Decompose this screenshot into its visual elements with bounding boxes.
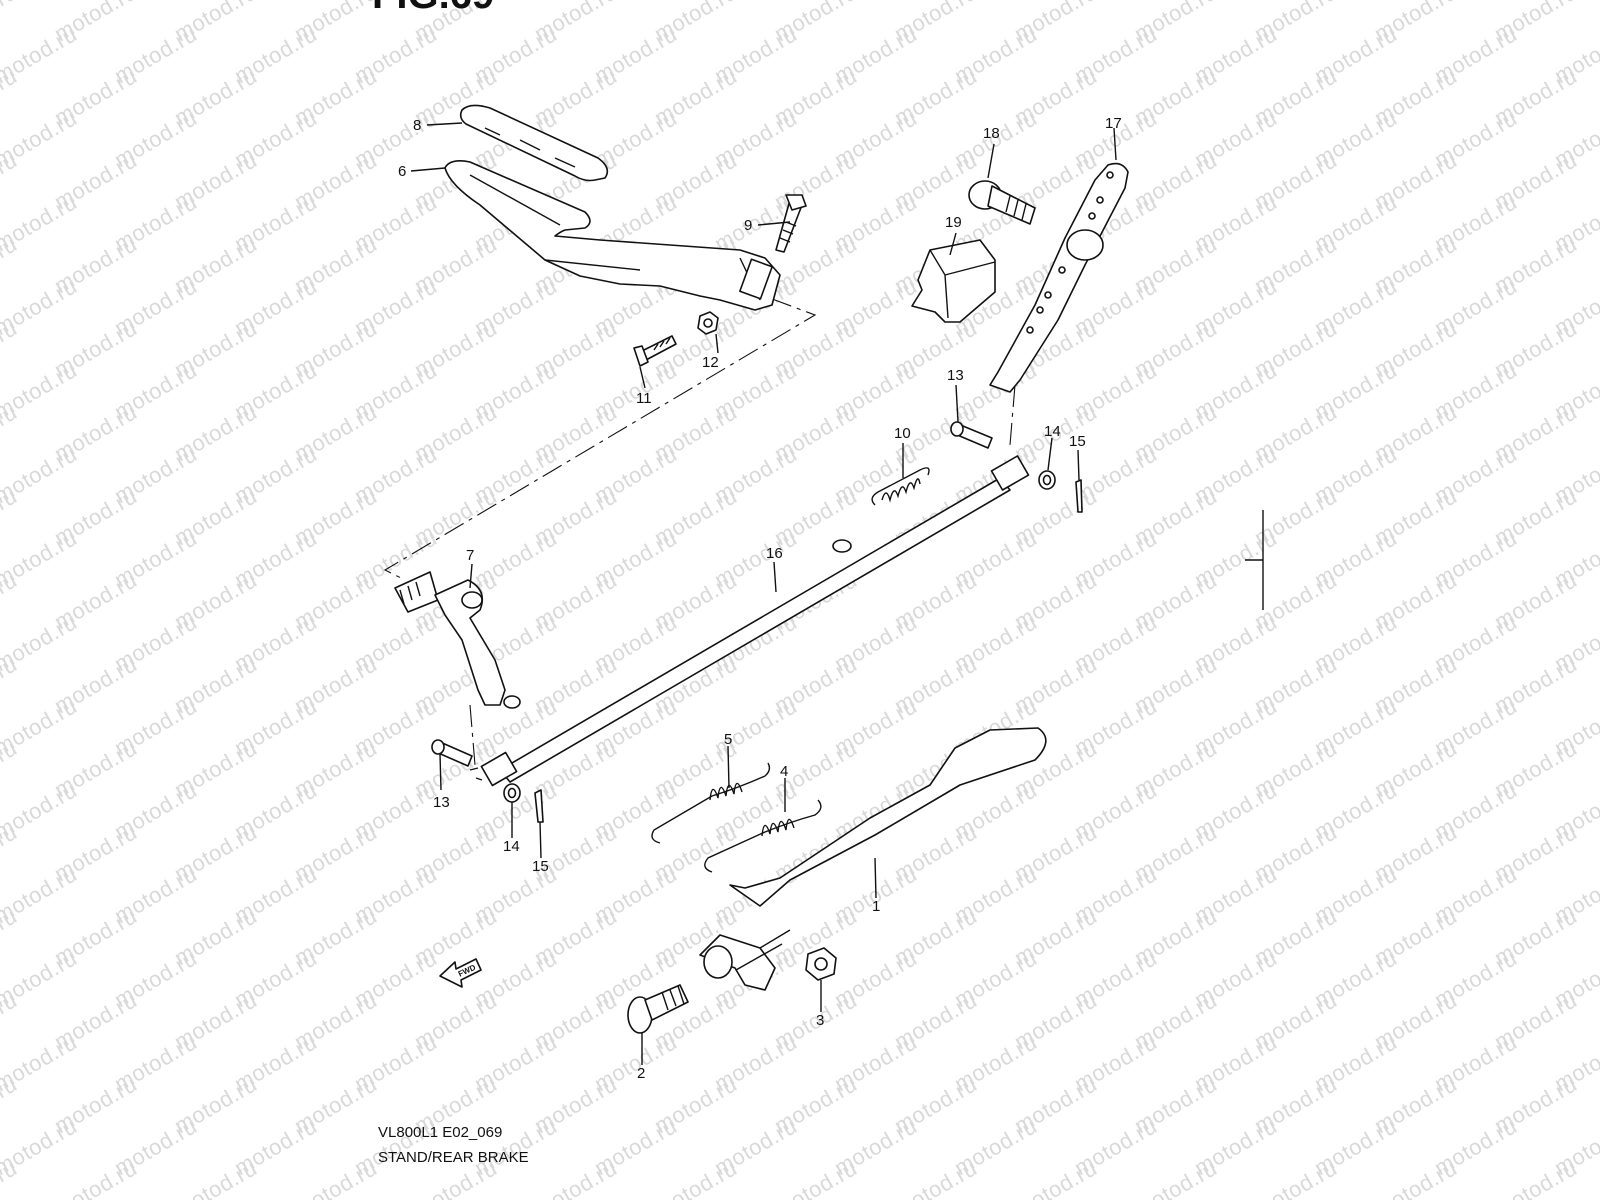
callout-13-bottom: 13: [433, 794, 450, 811]
part-13-clevis-pin-bottom: [431, 739, 473, 767]
watermark-text: motod.ru: [890, 1155, 981, 1200]
dashed-guide-lever-to-rod: [469, 704, 476, 766]
fwd-arrow-icon: FWD: [439, 958, 482, 988]
dashed-guide-arm-to-rod: [1009, 384, 1016, 446]
callout-6: 6: [398, 163, 406, 180]
part-5-stand-spring-a: [651, 762, 771, 844]
part-16-brake-rod: [469, 455, 1030, 787]
figure-code: VL800L1 E02_069: [378, 1124, 503, 1141]
callout-14-top: 14: [1044, 423, 1061, 440]
part-10-spring: [871, 467, 930, 506]
callout-15-top: 15: [1069, 433, 1086, 450]
callout-12: 12: [702, 354, 719, 371]
callout-9: 9: [744, 217, 752, 234]
callout-17: 17: [1105, 115, 1122, 132]
watermark-text: motod.ru: [1370, 1155, 1461, 1200]
watermark-text: motod.ru: [290, 1155, 381, 1200]
dashed-guide-pedal-to-shaft: [383, 284, 817, 581]
watermark-text: motod.ru: [1010, 1155, 1101, 1200]
callout-16: 16: [766, 545, 783, 562]
callout-leader-lines: [410, 122, 1117, 1065]
callout-15-bottom: 15: [532, 858, 549, 875]
callout-7: 7: [466, 547, 474, 564]
callout-numbers: 8 6 9 12 11 18 17 19 13 10 14 15 16 7 13…: [398, 115, 1122, 1082]
callout-11: 11: [636, 390, 652, 407]
watermark-text: motod.ru: [1490, 1155, 1581, 1200]
part-15-cotter-pin-bottom: [534, 789, 544, 823]
part-13-clevis-pin-top: [950, 421, 993, 449]
watermark-text: motod.ru: [650, 1155, 741, 1200]
callout-3: 3: [816, 1012, 824, 1029]
callout-2: 2: [637, 1065, 645, 1082]
callout-19: 19: [945, 214, 962, 231]
callout-4: 4: [780, 763, 788, 780]
part-18-pin: [968, 180, 1036, 225]
part-17-arm: [989, 162, 1129, 393]
part-6-brake-pedal: [444, 160, 781, 311]
callout-13-top: 13: [947, 367, 964, 384]
watermark-text: motod.ru: [50, 1155, 141, 1200]
part-15-cotter-pin-top: [1075, 479, 1083, 513]
callout-1: 1: [872, 898, 880, 915]
part-8-pedal-rubber: [459, 104, 609, 182]
part-11-bolt: [633, 335, 677, 367]
part-2-pivot-bolt: [627, 984, 689, 1034]
part-1-side-stand: [699, 727, 1047, 991]
watermark-text: motod.ru: [770, 1155, 861, 1200]
callout-18: 18: [983, 125, 1000, 142]
part-7-brake-shaft-lever: [394, 571, 521, 709]
callout-8: 8: [413, 117, 421, 134]
part-19-cover: [911, 239, 996, 323]
watermark-text: motod.ru: [530, 1155, 621, 1200]
callout-10: 10: [894, 425, 911, 442]
figure-title: FIG.69: [372, 0, 494, 17]
part-12-nut: [697, 311, 719, 335]
part-3-nut: [805, 947, 837, 981]
callout-5: 5: [724, 731, 732, 748]
watermark-text: motod.ru: [1250, 1155, 1341, 1200]
assembly-guide-lines: [383, 284, 1264, 766]
callout-14-bottom: 14: [503, 838, 520, 855]
part-9-bolt: [775, 194, 807, 253]
part-4-stand-spring-b: [704, 799, 822, 873]
watermark-text: motod.ru: [1130, 1155, 1221, 1200]
part-14-washer-top: [1038, 470, 1056, 490]
watermark-text: motod.ru: [0, 0, 21, 46]
figure-name: STAND/REAR BRAKE: [378, 1149, 529, 1166]
watermark-text: motod.ru: [170, 1155, 261, 1200]
part-14-washer-bottom: [503, 783, 521, 803]
